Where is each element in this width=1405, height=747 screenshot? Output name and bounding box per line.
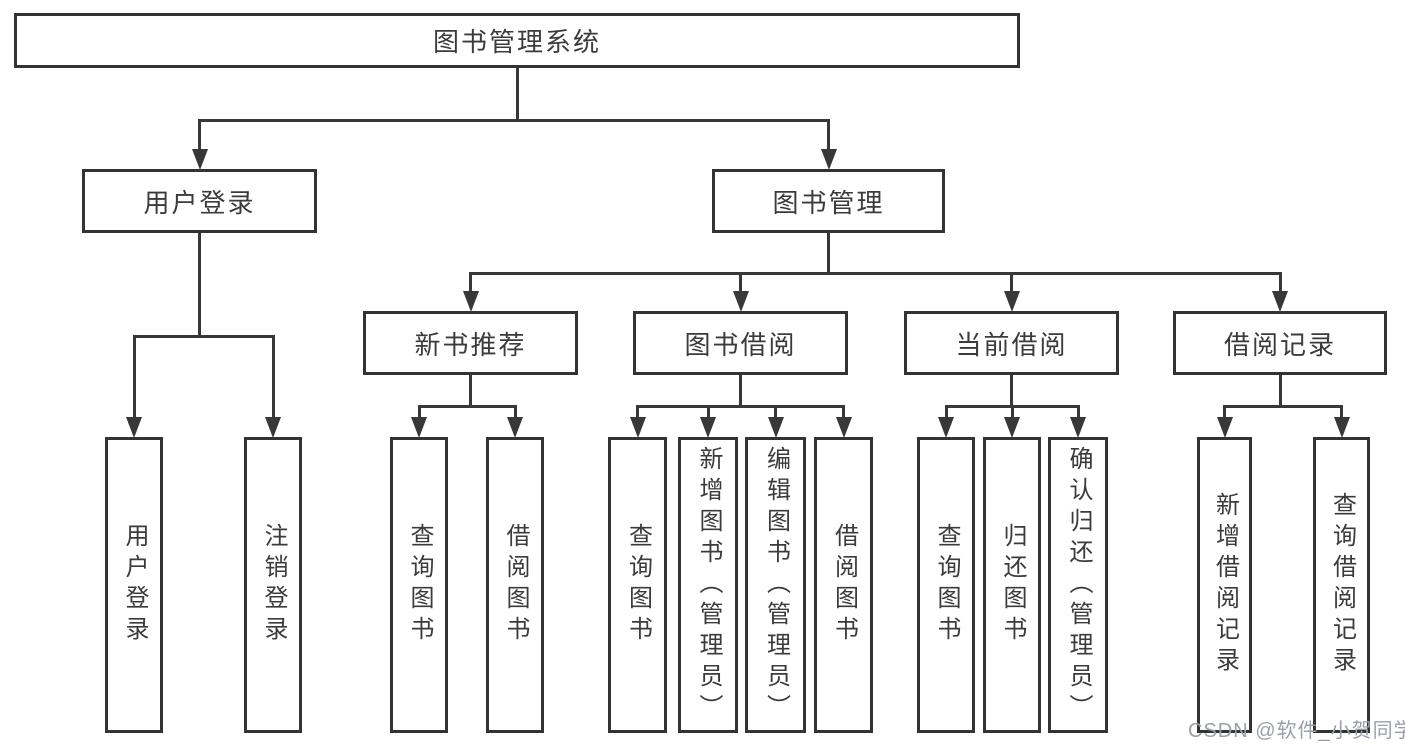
connector-stem-to-current-borrow [1010,272,1013,294]
arrow-down-icon [462,291,479,312]
node-book-borrow: 图书借阅 [633,311,848,375]
node-leaf-query-book-3: 查询图书 [917,437,975,733]
node-label-root: 图书管理系统 [432,27,601,57]
connector-rail-borrow-record [1223,405,1343,408]
node-label-leaf-user-login: 用户登录 [121,523,148,647]
connector-stem-to-new-book-rec [469,272,472,294]
connector-stem-to-user-login [198,119,201,152]
connector-stem-book-mgmt [827,232,830,275]
node-label-leaf-return-book: 归还图书 [999,523,1026,647]
node-leaf-logout: 注销登录 [244,437,302,733]
connector-stem-to-leaf-add-record [1223,405,1226,420]
arrow-down-icon [835,417,852,438]
node-user-login: 用户登录 [82,169,317,233]
connector-stem-current-borrow [1010,374,1013,408]
node-label-leaf-add-book: 新增图书（管理员） [695,445,722,725]
node-root: 图书管理系统 [14,13,1020,68]
node-leaf-return-book: 归还图书 [983,437,1041,733]
arrow-down-icon [1272,291,1288,312]
node-new-book-rec: 新书推荐 [363,311,578,375]
connector-rail-user-login [132,335,275,338]
connector-stem-new-book-rec [469,374,472,408]
connector-rail-book-borrow [636,405,845,408]
connector-stem-to-borrow-record [1278,272,1282,294]
arrow-down-icon [191,149,208,170]
node-leaf-borrow-book-1: 借阅图书 [486,437,544,733]
node-label-leaf-query-book-3: 查询图书 [933,523,960,647]
arrow-down-icon [700,417,716,438]
node-borrow-record: 借阅记录 [1173,311,1387,375]
node-leaf-add-record: 新增借阅记录 [1197,437,1252,733]
node-leaf-edit-book: 编辑图书（管理员） [745,437,806,733]
connector-rail-root [198,119,830,122]
connector-stem-user-login [198,232,201,338]
node-label-leaf-borrow-book-1: 借阅图书 [502,523,529,647]
node-label-leaf-add-record: 新增借阅记录 [1211,492,1239,678]
node-leaf-borrow-book-2: 借阅图书 [814,437,873,733]
arrow-down-icon [767,417,784,438]
connector-stem-root [515,67,519,122]
connector-stem-to-leaf-return-book [1010,405,1014,420]
node-leaf-confirm-return: 确认归还（管理员） [1048,437,1108,733]
arrow-down-icon [1333,417,1350,438]
node-label-leaf-query-record: 查询借阅记录 [1328,492,1356,678]
node-label-leaf-logout: 注销登录 [260,523,287,647]
connector-stem-to-leaf-add-book [706,405,710,420]
node-label-new-book-rec: 新书推荐 [414,329,527,360]
arrow-down-icon [1003,291,1020,312]
connector-stem-to-leaf-query-book-2 [636,405,639,420]
connector-stem-to-leaf-query-record [1340,405,1343,420]
node-label-user-login: 用户登录 [143,187,256,218]
arrow-down-icon [507,417,523,438]
arrow-down-icon [411,417,427,438]
arrow-down-icon [126,417,142,438]
connector-stem-to-leaf-edit-book [774,405,777,420]
node-book-mgmt: 图书管理 [712,169,945,233]
node-label-leaf-edit-book: 编辑图书（管理员） [762,445,790,725]
connector-stem-to-leaf-query-book-1 [417,405,421,420]
node-label-book-mgmt: 图书管理 [772,187,885,218]
arrow-down-icon [732,291,749,312]
arrow-down-icon [938,417,954,438]
connector-stem-book-borrow [739,374,742,408]
arrow-down-icon [1216,417,1233,438]
node-current-borrow: 当前借阅 [904,311,1119,375]
connector-stem-borrow-record [1278,374,1282,408]
connector-stem-to-leaf-confirm-return [1076,405,1080,420]
connector-stem-to-leaf-logout [271,335,275,420]
arrow-down-icon [629,417,646,438]
connector-stem-to-book-borrow [739,272,742,294]
node-label-leaf-query-book-2: 查询图书 [624,523,652,647]
connector-stem-to-book-mgmt [827,119,830,152]
node-label-leaf-borrow-book-2: 借阅图书 [830,523,858,647]
connector-stem-to-leaf-borrow-book-2 [842,405,845,420]
csdn-watermark: CSDN @软件_小贺同学 [1188,720,1405,742]
node-label-leaf-confirm-return: 确认归还（管理员） [1065,445,1092,725]
arrow-down-icon [265,417,281,438]
connector-stem-to-leaf-query-book-3 [944,405,948,420]
node-label-book-borrow: 图书借阅 [684,329,797,360]
connector-stem-to-leaf-user-login [132,335,136,420]
node-leaf-query-record: 查询借阅记录 [1313,437,1370,733]
connector-stem-to-leaf-borrow-book-1 [513,405,517,420]
node-label-current-borrow: 当前借阅 [955,329,1068,360]
node-leaf-query-book-1: 查询图书 [390,437,448,733]
connector-rail-book-mgmt [469,272,1282,275]
arrow-down-icon [1004,417,1020,438]
node-leaf-query-book-2: 查询图书 [608,437,667,733]
arrow-down-icon [820,149,837,170]
connector-rail-new-book-rec [417,405,517,408]
node-leaf-add-book: 新增图书（管理员） [678,437,738,733]
node-label-leaf-query-book-1: 查询图书 [406,523,433,647]
node-leaf-user-login: 用户登录 [105,437,163,733]
arrow-down-icon [1070,417,1086,438]
node-label-borrow-record: 借阅记录 [1223,329,1336,360]
